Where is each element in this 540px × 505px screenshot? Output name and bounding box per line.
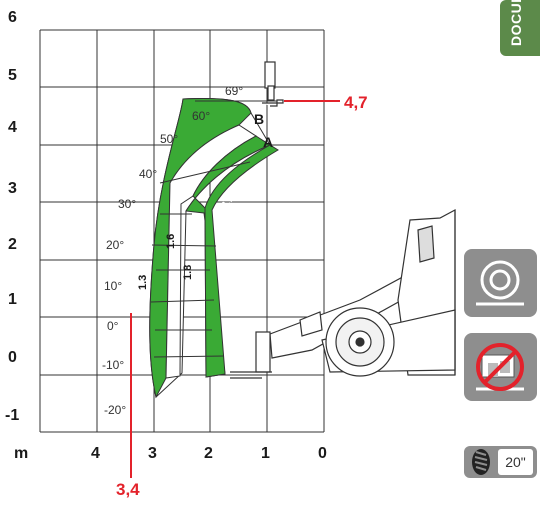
tyre-size-value: 20" <box>498 449 533 475</box>
x-axis-unit: m <box>14 445 28 462</box>
svg-text:4: 4 <box>8 119 17 136</box>
angle-minus-10: -10° <box>102 358 124 372</box>
svg-text:1: 1 <box>261 445 270 462</box>
angle-50: 50° <box>160 132 178 146</box>
load-zones <box>149 98 279 399</box>
tread-icon <box>472 449 490 475</box>
max-reach-value: 3,4 <box>116 480 140 499</box>
load-label-1-8: 1.8 <box>182 265 194 280</box>
no-stabilisers-badge <box>464 333 537 401</box>
y-axis-ticks: 6 5 4 3 2 1 0 -1 <box>5 9 19 424</box>
point-b-label: B <box>254 111 264 127</box>
svg-text:0: 0 <box>318 445 327 462</box>
svg-text:1: 1 <box>8 291 17 308</box>
load-label-1-6: 1.6 <box>165 234 177 249</box>
svg-text:6: 6 <box>8 9 17 26</box>
point-a-label: A <box>263 134 273 150</box>
telehandler-icon <box>230 209 456 379</box>
documents-tab[interactable]: DOCUMENTS <box>500 0 540 56</box>
load-label-1-3: 1.3 <box>137 275 149 290</box>
angle-10: 10° <box>104 279 122 293</box>
angle-69: 69° <box>225 84 243 98</box>
svg-text:2: 2 <box>8 236 17 253</box>
angle-30: 30° <box>118 197 136 211</box>
svg-text:-1: -1 <box>5 407 19 424</box>
angle-0: 0° <box>107 319 119 333</box>
angle-labels: 69° 60° 50° 40° 30° 20° 10° 0° -10° -20° <box>102 84 283 417</box>
tyre-icon <box>476 260 524 306</box>
max-height-value: 4,7 <box>344 93 368 112</box>
svg-text:3: 3 <box>8 180 17 197</box>
svg-text:2: 2 <box>204 445 213 462</box>
angle-20: 20° <box>106 238 124 252</box>
fork-at-max-height <box>262 61 284 107</box>
svg-text:5: 5 <box>8 67 17 84</box>
x-axis-ticks: m 4 3 2 1 0 <box>14 445 327 462</box>
angle-40: 40° <box>139 167 157 181</box>
svg-text:0: 0 <box>8 349 17 366</box>
angle-minus-20: -20° <box>104 403 126 417</box>
svg-text:4: 4 <box>91 445 100 462</box>
svg-text:3: 3 <box>148 445 157 462</box>
tyre-mode-icon <box>464 249 537 317</box>
no-stabilisers-icon <box>476 343 524 391</box>
angle-60: 60° <box>192 109 210 123</box>
zone-1-6 <box>149 98 252 399</box>
tyre-size-badge: 20" <box>464 446 537 478</box>
